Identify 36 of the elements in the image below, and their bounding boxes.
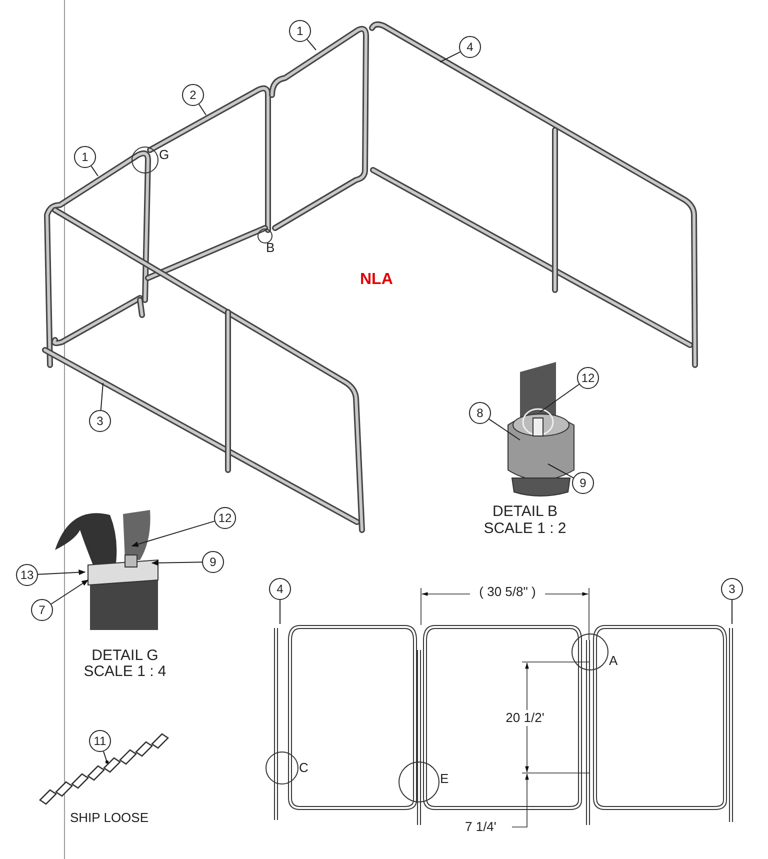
detail-letter: A xyxy=(609,653,619,670)
leader-line xyxy=(50,580,89,604)
callout-number: 9 xyxy=(202,551,224,573)
leader-line xyxy=(37,570,86,576)
leader-line xyxy=(102,750,109,764)
dimension-text: ( 30 5/8" ) xyxy=(470,584,545,600)
scale-note: SCALE 1 : 4 xyxy=(82,663,168,682)
leader-line xyxy=(131,520,215,547)
leader-line xyxy=(100,382,104,411)
status-note: NLA xyxy=(360,270,394,290)
leader-line xyxy=(488,418,520,440)
leader-line xyxy=(151,560,202,566)
leader-line xyxy=(540,384,580,412)
detail-letter: G xyxy=(159,147,170,164)
detail-letter: B xyxy=(266,240,276,256)
detail-letter: C xyxy=(299,760,310,776)
leader-line xyxy=(548,464,574,478)
clip-set-drawing xyxy=(38,733,170,805)
leader-line xyxy=(306,38,316,50)
fence-isometric-drawing xyxy=(42,21,698,533)
leader-line xyxy=(90,166,98,176)
dimension-text: 7 1/4' xyxy=(465,819,498,836)
callout-number: 11 xyxy=(89,730,111,752)
detail-letter: E xyxy=(440,771,450,788)
callout-number: 4 xyxy=(269,578,291,600)
callout-number: 1 xyxy=(289,20,311,42)
callout-number: 7 xyxy=(31,599,53,621)
scale-note: SCALE 1 : 2 xyxy=(482,520,568,539)
leader-line xyxy=(198,104,206,116)
detail-title: DETAIL B xyxy=(491,503,559,522)
leader-line xyxy=(440,51,461,62)
detail-title: DETAIL G xyxy=(90,647,160,666)
note-text: SHIP LOOSE xyxy=(70,810,149,826)
callout-number: 13 xyxy=(16,564,38,586)
clamp-detail-g-drawing xyxy=(55,510,158,630)
callout-number: 3 xyxy=(721,578,743,600)
